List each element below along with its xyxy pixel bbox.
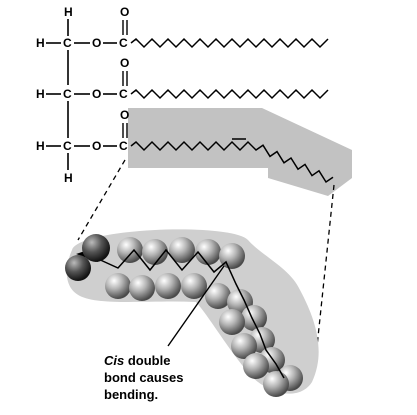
atom-sphere [169,237,195,263]
atom-sphere [117,237,143,263]
atom-h-top: H [64,5,73,19]
saturated-tail-2 [130,88,329,100]
atom-o-carbonyl-row1: O [120,5,129,19]
space-filling-halo [66,229,319,394]
atom-h-row2: H [36,87,45,101]
atom-sphere [241,305,267,331]
atom-sphere [263,371,289,397]
atom-sphere [129,275,155,301]
unsaturated-tail [130,140,334,184]
atom-sphere [205,283,231,309]
atom-sphere [243,353,269,379]
atom-o-row2: O [92,87,101,101]
unsaturated-tail-highlight [128,108,352,196]
saturated-tail-1 [130,37,329,49]
space-filling-carbon-chain [95,248,285,379]
atom-sphere [155,273,181,299]
atom-o-carbonyl-row2: O [120,56,129,70]
atom-sphere [105,273,131,299]
atom-c-carbonyl-row3: C [119,139,128,153]
caption-line-2: bond causes [104,370,183,385]
caption-line-1: Cis double [104,353,170,368]
atom-sphere [195,239,221,265]
atom-o-row3: O [92,139,101,153]
atom-sphere [219,309,245,335]
projection-line-right [315,184,335,357]
caption-line-3: bending. [104,387,158,402]
ester-oxygen-sphere [65,255,91,281]
caption-cis-word: Cis [104,353,124,368]
atom-sphere [142,239,168,265]
caption-pointer-line [167,265,225,347]
atom-h-bottom: H [64,171,73,185]
projection-line-left [77,159,126,241]
glycerol-backbone: H H C O C O H C O C O H C O C O [36,5,129,185]
atom-c-row1: C [63,36,72,50]
carbonyl-oxygen-sphere [82,234,110,262]
atom-o-carbonyl-row3: O [120,108,129,122]
caption-double-word: double [124,353,170,368]
atom-h-row3: H [36,139,45,153]
atom-c-row3: C [63,139,72,153]
atom-h-row1: H [36,36,45,50]
atom-c-carbonyl-row2: C [119,87,128,101]
atom-c-row2: C [63,87,72,101]
atom-sphere [181,273,207,299]
atom-sphere [231,333,257,359]
space-filling-model [65,229,319,397]
atom-c-carbonyl-row1: C [119,36,128,50]
atom-o-row1: O [92,36,101,50]
